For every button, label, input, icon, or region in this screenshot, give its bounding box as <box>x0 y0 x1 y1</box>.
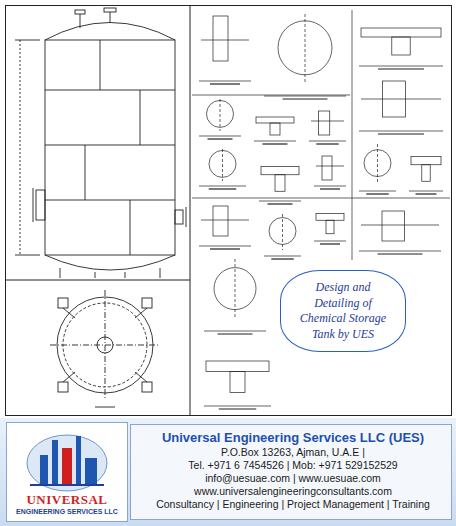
detail-stroke <box>359 66 443 67</box>
detail-stroke <box>264 256 301 257</box>
detail-stroke <box>305 14 306 82</box>
detail-stroke <box>361 99 441 100</box>
detail-stroke <box>320 188 340 189</box>
detail-stroke <box>199 186 246 187</box>
detail-stroke <box>326 220 334 234</box>
tank-plan <box>50 290 160 407</box>
detail-stroke <box>359 191 396 192</box>
detail-stroke <box>218 333 253 334</box>
detail-stroke <box>199 81 251 82</box>
detail-stroke <box>411 157 441 165</box>
detail-stroke <box>219 408 257 409</box>
detail-stroke <box>314 186 346 187</box>
detail-stroke <box>230 372 245 393</box>
detail-stroke <box>192 198 450 199</box>
detail-stroke <box>222 149 223 181</box>
detail-stroke <box>377 144 378 184</box>
detail-stroke <box>275 175 285 192</box>
node-text: Tel. +971 6 7454526 | Mob: +971 52915252… <box>131 459 455 472</box>
detail-stroke <box>192 95 350 96</box>
detail-stroke <box>214 268 256 310</box>
detail-stroke <box>314 241 346 242</box>
detail-stroke <box>261 167 299 175</box>
detail-stroke <box>204 331 266 332</box>
detail-stroke <box>220 99 221 131</box>
detail-stroke <box>256 117 294 123</box>
logo-box: UNIVERSALENGINEERING SERVICES LLC <box>7 423 127 521</box>
detail-stroke <box>263 143 288 144</box>
detail-stroke <box>392 37 410 55</box>
detail-stroke <box>264 96 346 97</box>
detail-stroke <box>270 123 280 135</box>
detail-stroke <box>316 214 344 221</box>
detail-stroke <box>283 98 328 99</box>
detail-stroke <box>199 136 241 137</box>
sheet-frame <box>6 6 452 416</box>
detail-stroke <box>201 220 249 221</box>
detail-stroke <box>416 193 437 194</box>
detail-stroke <box>378 133 424 134</box>
detail-stroke <box>359 131 443 132</box>
footer-panel <box>0 418 456 526</box>
detail-stroke <box>359 251 441 252</box>
detail-stroke <box>210 248 240 249</box>
detail-stroke <box>235 259 236 319</box>
detail-stroke <box>316 166 344 167</box>
node-text: www.universalengineeringconsultants.com <box>131 485 455 498</box>
node-text: ENGINEERING SERVICES LLC <box>16 508 118 515</box>
node-text: P.O.Box 13263, Ajman, U.A.E | <box>131 446 455 459</box>
detail-stroke <box>361 28 441 37</box>
detail-stroke <box>271 258 294 259</box>
detail-stroke <box>378 68 424 69</box>
detail-stroke <box>364 150 391 177</box>
detail-stroke <box>204 406 271 407</box>
detail-stroke <box>282 214 283 250</box>
detail-stroke <box>366 193 389 194</box>
detail-stroke <box>319 111 330 135</box>
detail-stroke <box>322 156 332 180</box>
detail-stroke <box>210 83 240 84</box>
node-heading: UNIVERSAL <box>26 492 107 508</box>
detail-stroke <box>213 16 228 61</box>
detail-stroke <box>213 206 228 236</box>
detail-stroke <box>422 165 430 182</box>
logo-icon <box>27 435 107 491</box>
detail-stroke <box>382 211 405 241</box>
detail-stroke <box>259 201 301 202</box>
detail-stroke <box>199 246 251 247</box>
detail-stroke <box>268 203 293 204</box>
detail-stroke <box>352 10 353 260</box>
detail-stroke <box>309 141 346 142</box>
node-heading: Universal Engineering Services LLC (UES) <box>131 429 455 446</box>
detail-stroke <box>206 361 269 372</box>
detail-views <box>192 10 450 409</box>
detail-stroke <box>316 143 339 144</box>
node-text: info@uesuae.com | www.uesuae.com <box>131 472 455 485</box>
detail-stroke <box>201 40 249 41</box>
detail-stroke <box>320 243 340 244</box>
contact-panel: Universal Engineering Services LLC (UES)… <box>131 425 455 511</box>
detail-stroke <box>361 225 439 226</box>
detail-stroke <box>209 188 237 189</box>
callout-bubble: Design and Detailing of Chemical Storage… <box>280 270 406 352</box>
detail-stroke <box>254 141 296 142</box>
detail-stroke <box>311 121 344 122</box>
detail-stroke <box>409 191 443 192</box>
tank-elevation <box>15 8 186 278</box>
node-text: Consultancy | Engineering | Project Mana… <box>131 498 455 511</box>
detail-stroke <box>378 253 423 254</box>
detail-stroke <box>208 138 233 139</box>
node-heading: Design and Detailing of Chemical Storage… <box>293 280 393 342</box>
